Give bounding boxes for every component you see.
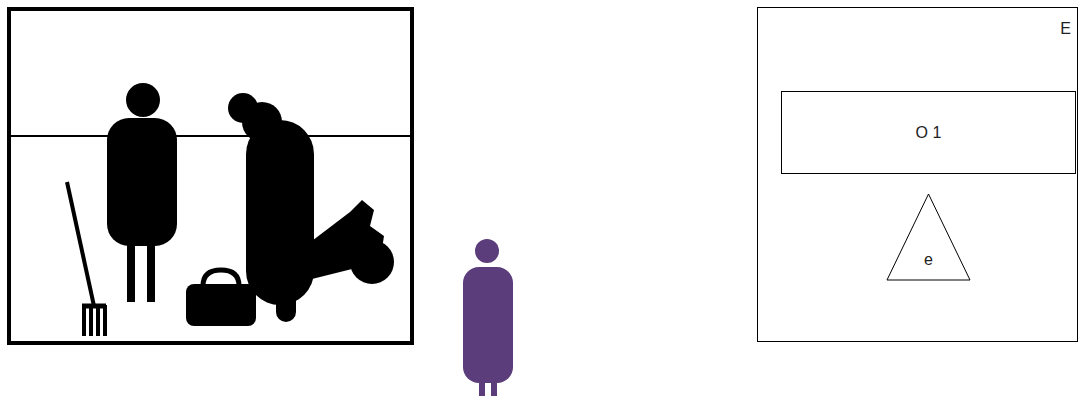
bag: [186, 270, 256, 326]
node-label: O 1: [916, 124, 942, 142]
standing-figure: [107, 83, 177, 302]
node-label: E: [1060, 20, 1071, 38]
horizon-line: [9, 135, 412, 137]
pitchfork: [67, 182, 106, 336]
environment-box: E O 1 e: [757, 7, 1078, 342]
picture-frame: [9, 9, 412, 343]
viewer-figure: [463, 239, 513, 396]
bent-figure-with-wheelbarrow: [228, 93, 394, 322]
node-label: e: [924, 251, 933, 269]
element-triangle: e: [886, 193, 971, 281]
object-box: O 1: [781, 91, 1076, 174]
